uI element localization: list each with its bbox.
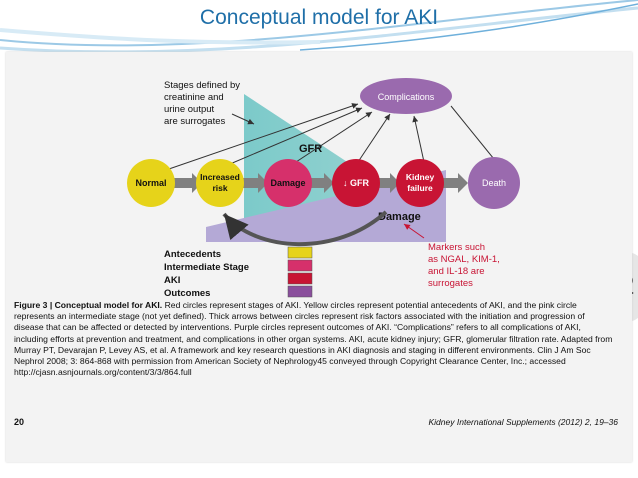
stages-pointer-arrow (231, 113, 255, 125)
svg-text:are surrogates: are surrogates (164, 116, 226, 127)
figure-panel: GFR Damage Stages defined by creatinine … (6, 52, 632, 462)
svg-text:urine output: urine output (164, 104, 215, 115)
legend-swatch-intermediate (287, 259, 313, 272)
markers-note: Markers such as NGAL, KIM-1, and IL-18 a… (428, 242, 500, 289)
svg-text:Normal: Normal (135, 178, 166, 188)
svg-text:Kidney: Kidney (406, 172, 435, 182)
slide-title: Conceptual model for AKI (199, 6, 439, 29)
node-increased-risk: Increased risk (196, 159, 244, 207)
aki-diagram: GFR Damage Stages defined by creatinine … (127, 78, 520, 299)
complication-arrows (165, 103, 499, 171)
svg-text:surrogates: surrogates (428, 278, 473, 289)
svg-text:creatinine and: creatinine and (164, 92, 224, 103)
legend-label-intermediate: Intermediate Stage (164, 262, 249, 273)
node-damage: Damage (264, 159, 312, 207)
legend-swatch-outcomes (287, 285, 313, 298)
svg-text:Increased: Increased (200, 172, 240, 182)
legend-swatch-aki (287, 272, 313, 285)
complications-label: Complications (378, 92, 435, 102)
svg-text:Death: Death (482, 178, 506, 188)
caption-title: Figure 3 | Conceptual model for AKI. (14, 300, 163, 310)
svg-text:risk: risk (212, 183, 227, 193)
legend: Antecedents Intermediate Stage AKI Outco… (164, 246, 313, 299)
footer-page-number: 20 (14, 417, 25, 427)
svg-text:failure: failure (407, 183, 433, 193)
svg-text:as NGAL, KIM-1,: as NGAL, KIM-1, (428, 254, 500, 265)
node-death: Death (468, 157, 520, 209)
stages-note: Stages defined by creatinine and urine o… (164, 80, 240, 127)
legend-swatch-antecedents (287, 246, 313, 259)
header-swoosh-decoration (0, 0, 638, 54)
node-gfr: ↓ GFR (332, 159, 380, 207)
node-kidney-failure: Kidney failure (396, 159, 444, 207)
legend-label-outcomes: Outcomes (164, 288, 210, 299)
footer-journal-citation: Kidney International Supplements (2012) … (428, 417, 619, 427)
damage-wedge-label: Damage (378, 211, 421, 223)
svg-text:Damage: Damage (270, 178, 305, 188)
complications-ellipse (360, 78, 452, 114)
svg-text:Stages defined by: Stages defined by (164, 80, 240, 91)
regression-curve-arrow (222, 210, 388, 247)
legend-label-aki: AKI (164, 275, 180, 286)
svg-text:↓ GFR: ↓ GFR (343, 178, 369, 188)
gfr-wedge-label: GFR (299, 143, 322, 155)
legend-label-antecedents: Antecedents (164, 249, 221, 260)
caption-text: Red circles represent stages of AKI. Yel… (14, 300, 613, 378)
figure-caption: Figure 3 | Conceptual model for AKI. Red… (14, 300, 614, 378)
svg-text:and IL-18 are: and IL-18 are (428, 266, 485, 277)
node-normal: Normal (127, 159, 175, 207)
markers-pointer-arrow (403, 223, 425, 239)
svg-text:Markers such: Markers such (428, 242, 485, 253)
